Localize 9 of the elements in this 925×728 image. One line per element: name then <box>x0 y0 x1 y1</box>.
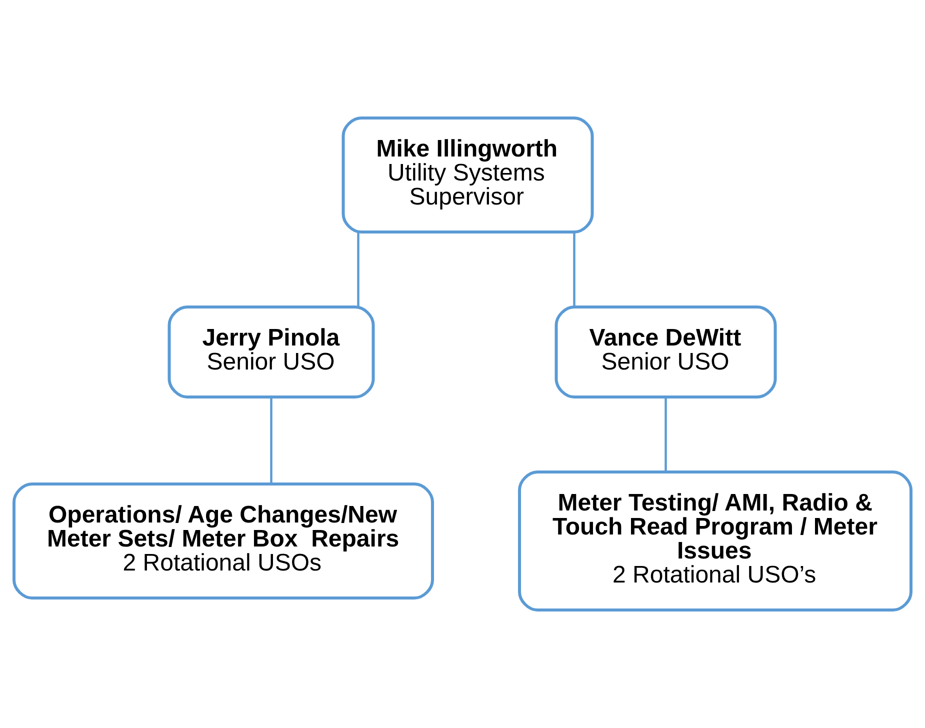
node-box: Mike Illingworth Utility Systems Supervisor <box>342 116 594 234</box>
node-box: Jerry Pinola Senior USO <box>168 306 375 398</box>
connector <box>357 232 360 307</box>
connector <box>664 397 667 472</box>
node-box: Operations/ Age Changes/New Meter Sets/ Meter Box Repairs 2 Rotational USOs <box>12 482 434 600</box>
connector <box>270 397 272 484</box>
node-box: Meter Testing/ AMI, Radio & Touch Read Program / Meter Issues 2 Rotational USO’s <box>518 470 912 612</box>
connector <box>573 232 576 307</box>
node-box: Vance DeWitt Senior USO <box>554 306 777 398</box>
